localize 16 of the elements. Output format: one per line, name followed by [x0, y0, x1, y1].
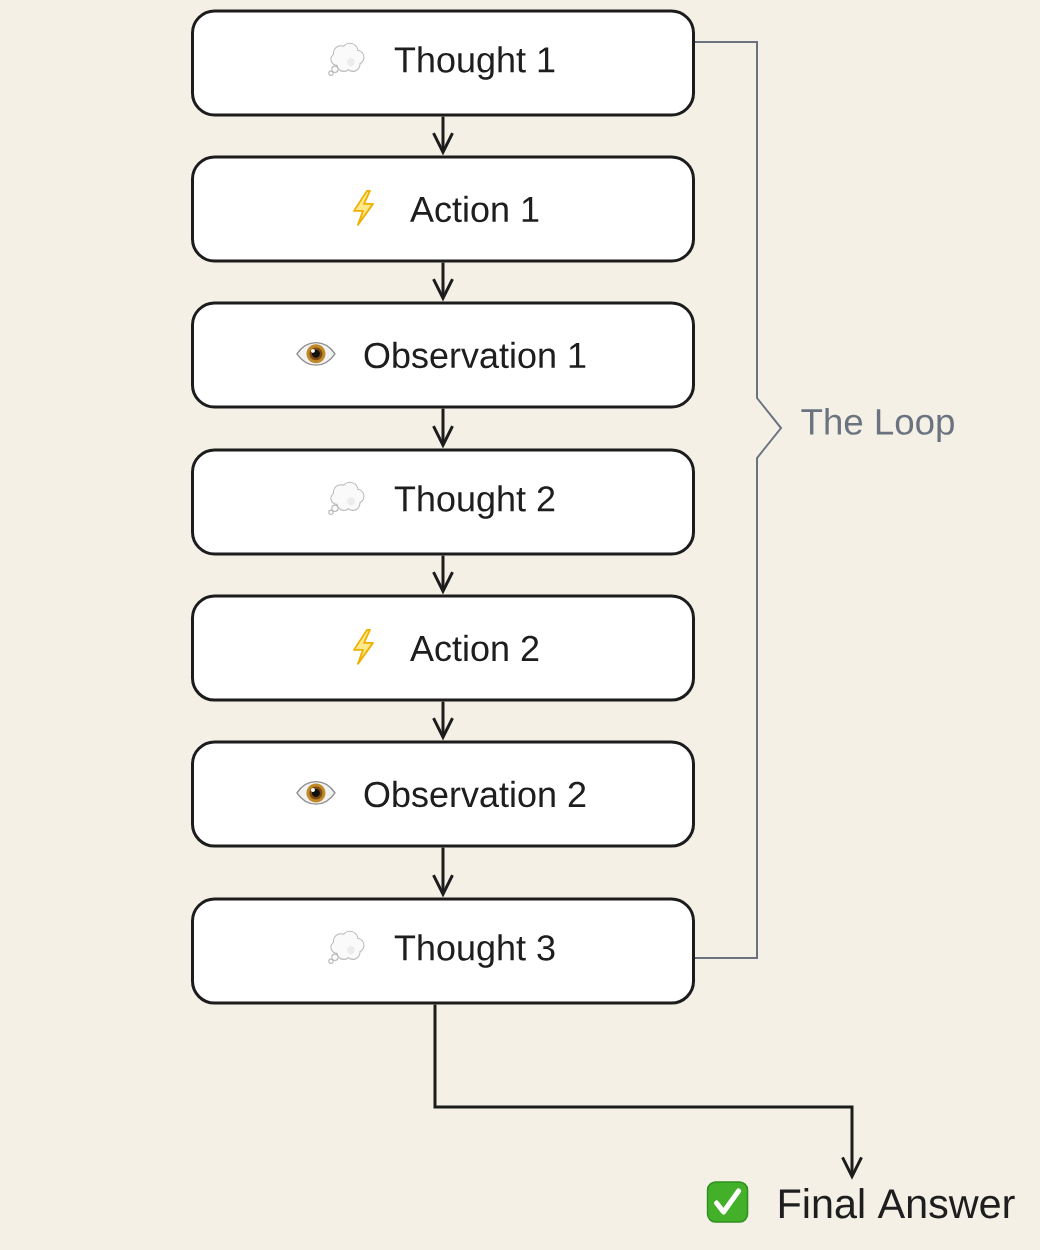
- process-box: Thought 2: [191, 448, 695, 556]
- bracket-label: The Loop: [801, 407, 954, 443]
- process-box: Action 2: [191, 594, 695, 702]
- process-box: Thought 1: [191, 9, 695, 117]
- arrow: [432, 116, 454, 156]
- process-box: Thought 3: [191, 897, 695, 1005]
- arrow: [432, 408, 454, 449]
- process-box: Observation 2: [191, 740, 695, 848]
- arrow: [432, 847, 454, 898]
- process-box: Action 1: [191, 155, 695, 263]
- arrow: [432, 555, 454, 595]
- arrow: [432, 262, 454, 302]
- arrow: [432, 701, 454, 741]
- process-box: Observation 1: [191, 301, 695, 409]
- result-text: Final Answer: [779, 1188, 1015, 1219]
- arrow: [433, 1004, 863, 1180]
